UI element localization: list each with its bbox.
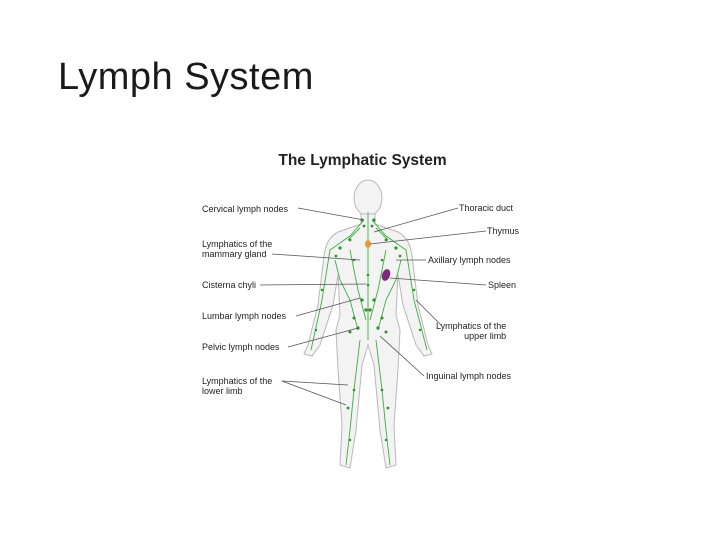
label-cisterna-chyli: Cisterna chyli [202, 280, 257, 290]
label-mammary-line2: mammary gland [202, 249, 267, 259]
label-mammary-lymphatics: Lymphatics of the mammary gland [202, 239, 272, 259]
leader-lines [259, 207, 487, 406]
label-lumbar-lymph-nodes: Lumbar lymph nodes [202, 311, 287, 321]
label-upper-limb-line1: Lymphatics of the [436, 321, 507, 331]
label-axillary-lymph-nodes: Axillary lymph nodes [428, 255, 511, 265]
slide-title: Lymph System [58, 56, 314, 98]
lymph-nodes [314, 218, 422, 442]
body-silhouette [303, 179, 433, 469]
label-mammary-line1: Lymphatics of the [202, 239, 273, 249]
label-thoracic-duct: Thoracic duct [459, 203, 514, 213]
diagram-drawing [259, 179, 487, 469]
spleen [381, 269, 391, 281]
label-lower-limb-line1: Lymphatics of the [202, 376, 273, 386]
label-upper-limb-line2: upper limb [464, 331, 507, 341]
label-lower-limb-lymphatics: Lymphatics of the lower limb [202, 376, 272, 396]
label-upper-limb-lymphatics: Lymphatics of the upper limb [436, 321, 506, 341]
lymphatic-diagram: The Lymphatic System Cervical lymph node… [190, 140, 535, 480]
label-pelvic-lymph-nodes: Pelvic lymph nodes [202, 342, 280, 352]
label-cervical-lymph-nodes: Cervical lymph nodes [202, 204, 289, 214]
thymus [365, 240, 371, 248]
label-spleen: Spleen [488, 280, 517, 290]
label-thymus: Thymus [487, 226, 520, 236]
label-inguinal-lymph-nodes: Inguinal lymph nodes [426, 371, 512, 381]
diagram-title: The Lymphatic System [278, 152, 447, 169]
label-lower-limb-line2: lower limb [202, 386, 243, 396]
